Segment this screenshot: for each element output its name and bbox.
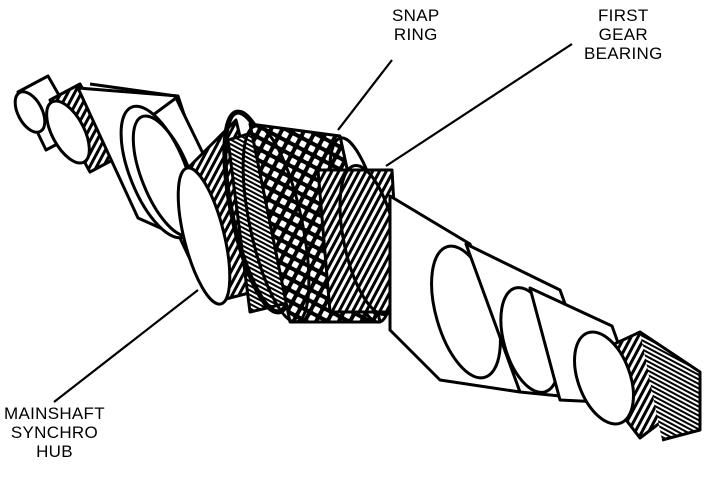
synchro-hub-label-line2: SYNCHRO bbox=[10, 423, 99, 442]
mainshaft-synchro-hub-label: MAINSHAFT SYNCHRO HUB bbox=[4, 404, 105, 461]
synchro-hub-label-line1: MAINSHAFT bbox=[4, 404, 105, 423]
first-gear-bearing-label-line3: BEARING bbox=[584, 44, 663, 63]
first-gear-bearing-label-line1: FIRST bbox=[598, 6, 649, 25]
first-gear-bearing-label-line2: GEAR bbox=[598, 25, 648, 44]
snap-ring-label-line1: SNAP bbox=[392, 6, 440, 25]
synchro-hub-leader bbox=[53, 289, 199, 403]
bearing-leader bbox=[385, 43, 573, 167]
snap-ring-label-line2: RING bbox=[393, 25, 438, 44]
first-gear-bearing-label: FIRST GEAR BEARING bbox=[584, 6, 663, 63]
synchro-hub-label-line3: HUB bbox=[36, 442, 73, 461]
right-spline-end bbox=[573, 330, 702, 442]
snap-ring-label: SNAP RING bbox=[392, 6, 440, 44]
snap-ring-leader bbox=[337, 59, 393, 131]
leader-lines bbox=[53, 43, 573, 403]
